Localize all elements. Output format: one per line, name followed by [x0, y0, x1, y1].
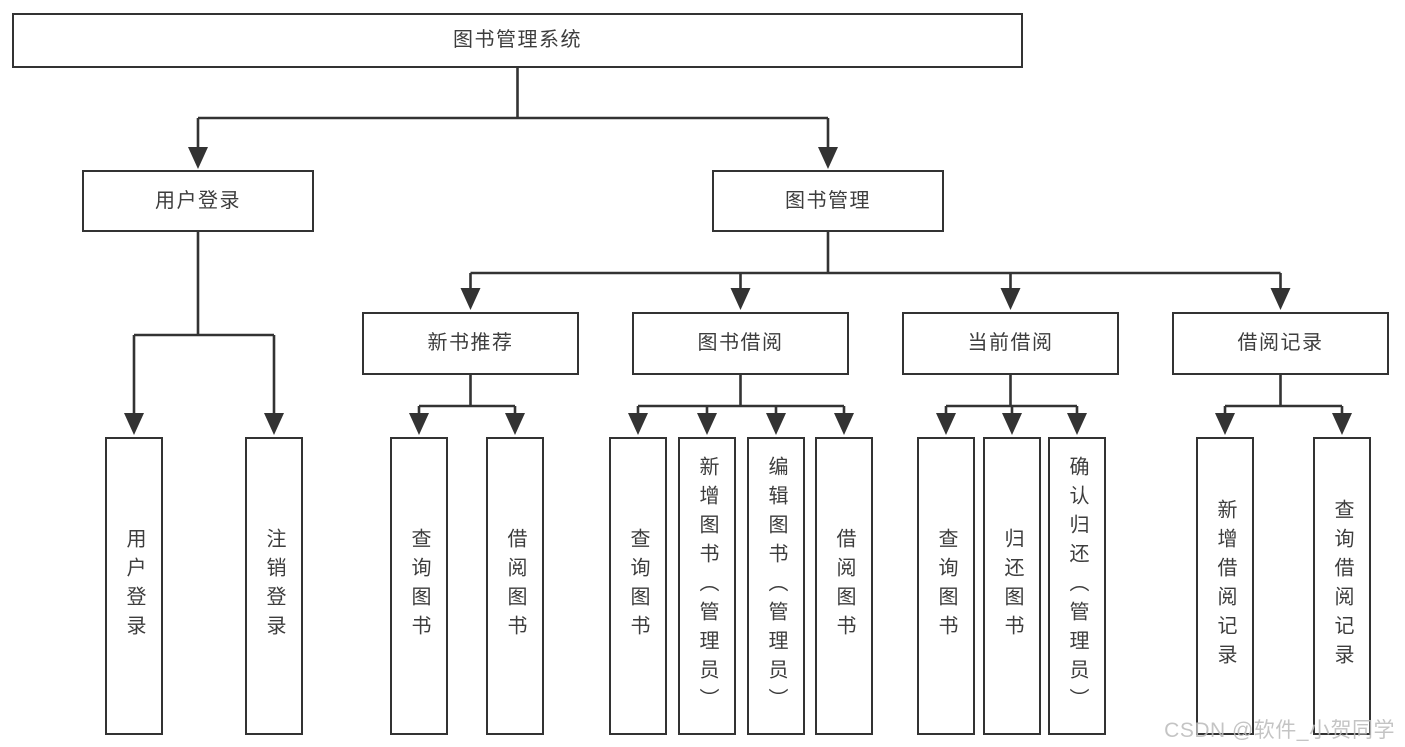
connector-book-management-to-level3 [460, 232, 1291, 310]
csdn-watermark: CSDN @软件_小贺同学 [1164, 719, 1395, 742]
node-leaf-query-books-borrowing: 查询图书 [609, 437, 667, 735]
connector-line [1223, 375, 1344, 416]
arrowhead-down-icon [1270, 288, 1291, 310]
node-leaf-query-books-current: 查询图书 [917, 437, 975, 735]
node-user-login: 用户登录 [82, 170, 314, 232]
connector-line [944, 375, 1079, 416]
node-leaf-confirm-return-admin: 确认归还（管理员） [1048, 437, 1106, 735]
node-new-book-recommendation: 新书推荐 [362, 312, 579, 375]
arrowhead-down-icon [124, 413, 144, 435]
arrowhead-down-icon [1067, 413, 1087, 435]
arrowhead-down-icon [460, 288, 481, 310]
connector-book-borrowing-to-leaves [628, 375, 854, 435]
arrowhead-down-icon [1215, 413, 1235, 435]
node-leaf-query-books-recommend: 查询图书 [390, 437, 448, 735]
node-library-management-system: 图书管理系统 [12, 13, 1023, 68]
arrowhead-down-icon [818, 147, 838, 169]
arrowhead-down-icon [1002, 413, 1022, 435]
connector-line [417, 375, 517, 416]
arrowhead-down-icon [409, 413, 429, 435]
arrowhead-down-icon [697, 413, 717, 435]
node-leaf-borrow-books-borrowing: 借阅图书 [815, 437, 873, 735]
arrowhead-down-icon [936, 413, 956, 435]
node-borrowing-records: 借阅记录 [1172, 312, 1389, 375]
node-leaf-add-borrow-record: 新增借阅记录 [1196, 437, 1254, 735]
node-leaf-user-login: 用户登录 [105, 437, 163, 735]
node-leaf-add-book-admin: 新增图书（管理员） [678, 437, 736, 735]
connector-root-to-level2 [188, 68, 838, 169]
node-current-borrowing: 当前借阅 [902, 312, 1119, 375]
arrowhead-down-icon [1332, 413, 1352, 435]
connector-user-login-to-leaves [124, 232, 284, 435]
connector-line [132, 232, 276, 416]
node-leaf-return-books: 归还图书 [983, 437, 1041, 735]
node-leaf-borrow-books-recommend: 借阅图书 [486, 437, 544, 735]
arrowhead-down-icon [264, 413, 284, 435]
arrowhead-down-icon [766, 413, 786, 435]
arrowhead-down-icon [628, 413, 648, 435]
connector-borrowing-records-to-leaves [1215, 375, 1352, 435]
arrowhead-down-icon [730, 288, 751, 310]
connector-line [196, 68, 830, 150]
node-leaf-edit-book-admin: 编辑图书（管理员） [747, 437, 805, 735]
node-leaf-query-borrow-record: 查询借阅记录 [1313, 437, 1371, 735]
node-leaf-logout: 注销登录 [245, 437, 303, 735]
node-book-borrowing: 图书借阅 [632, 312, 849, 375]
arrowhead-down-icon [1000, 288, 1021, 310]
connector-current-borrowing-to-leaves [936, 375, 1087, 435]
arrowhead-down-icon [188, 147, 208, 169]
connector-line [636, 375, 846, 416]
node-book-management: 图书管理 [712, 170, 944, 232]
arrowhead-down-icon [834, 413, 854, 435]
connector-new-book-recommendation-to-leaves [409, 375, 525, 435]
connector-line [469, 232, 1282, 291]
arrowhead-down-icon [505, 413, 525, 435]
